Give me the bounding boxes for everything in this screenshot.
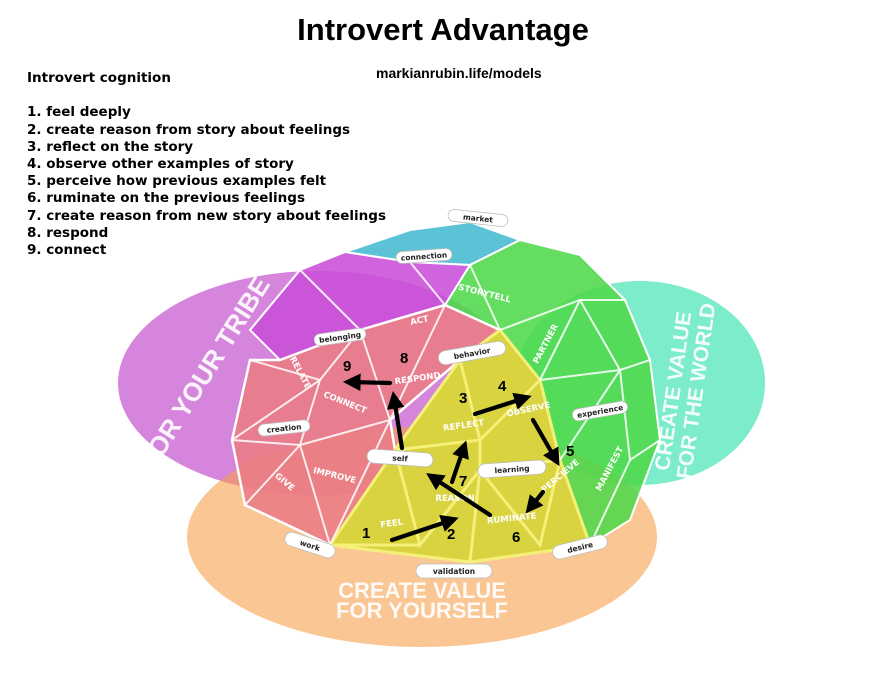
step-number: 2: [447, 526, 455, 543]
pill-learning-label: learning: [494, 464, 530, 475]
arrow-1-2: [389, 514, 459, 543]
facet-reason: REASON: [435, 494, 474, 504]
pill-learning: learning: [477, 459, 547, 479]
pill-market-label: market: [463, 212, 494, 224]
arrow-8-9: [342, 373, 393, 392]
zone-yourself-label-2: FOR YOURSELF: [336, 598, 508, 623]
facet-feel: FEEL: [380, 517, 405, 530]
pill-work: work: [284, 531, 336, 559]
arrow-7-8: [386, 391, 405, 451]
step-number: 1: [362, 525, 370, 542]
arrow-3-4: [472, 392, 532, 417]
step-arrows: [342, 373, 560, 543]
step-number: 9: [343, 358, 351, 375]
pill-creation-label: creation: [266, 422, 302, 435]
step-item: 2. create reason from story about feelin…: [27, 121, 351, 138]
arrow-4-5: [530, 417, 560, 467]
step-item: 1. feel deeply: [27, 104, 131, 121]
pill-self: self: [366, 448, 434, 468]
step-item: 8. respond: [27, 224, 109, 241]
pill-validation-label: validation: [433, 567, 475, 576]
pill-self-label: self: [392, 453, 409, 463]
page-title: Introvert Advantage: [297, 12, 589, 47]
dome: [230, 220, 662, 564]
pill-market: market: [447, 209, 509, 227]
steps-heading: Introvert cognition: [27, 70, 171, 86]
step-number: 7: [459, 473, 467, 490]
dome-red-section: [230, 303, 503, 547]
steps-panel: Introvert cognition 1. feel deeply 2. cr…: [27, 70, 386, 259]
step-item: 9. connect: [27, 242, 107, 259]
step-item: 5. perceive how previous examples felt: [27, 173, 327, 190]
step-numbers: 1 2 3 4 5 6 7 8 9: [343, 350, 574, 546]
pill-connection-label: connection: [401, 250, 448, 262]
pill-creation: creation: [257, 419, 311, 437]
step-number: 6: [512, 529, 520, 546]
step-number: 5: [566, 443, 574, 460]
step-number: 4: [498, 378, 507, 395]
facet-act: ACT: [409, 314, 429, 328]
models-link[interactable]: markianrubin.life/models: [376, 65, 542, 81]
pill-behavior: behavior: [438, 340, 506, 366]
step-item: 7. create reason from new story about fe…: [27, 207, 386, 224]
pill-validation: validation: [415, 563, 493, 579]
pill-connection: connection: [395, 248, 453, 264]
steps-list: 1. feel deeply 2. create reason from sto…: [27, 104, 386, 259]
step-number: 3: [459, 390, 467, 407]
zone-yourself-label-1: CREATE VALUE: [338, 578, 506, 603]
pill-desire: desire: [552, 534, 608, 560]
step-number: 8: [400, 350, 408, 367]
arrow-2-3: [449, 440, 469, 485]
step-item: 6. ruminate on the previous feelings: [27, 190, 305, 207]
step-item: 3. reflect on the story: [27, 138, 194, 155]
dome-facet-lines: [231, 261, 661, 547]
pill-belonging: belonging: [313, 327, 367, 347]
arrow-6-7: [426, 473, 493, 518]
arrow-5-6: [525, 489, 546, 514]
step-item: 4. observe other examples of story: [27, 156, 294, 172]
